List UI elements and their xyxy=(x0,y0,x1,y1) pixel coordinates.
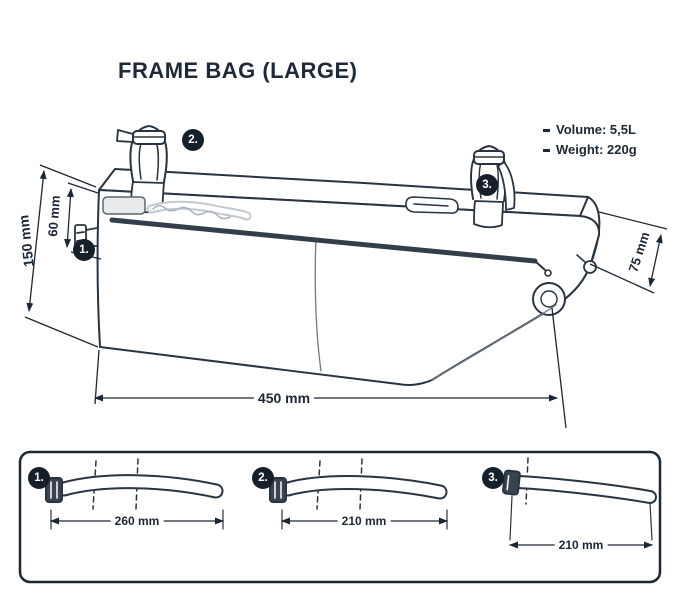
callout-2-badge: 2. xyxy=(182,129,204,151)
dimension-label-inner-height: 60 mm xyxy=(45,194,63,238)
page-title: FRAME BAG (LARGE) xyxy=(118,58,358,83)
spec-volume-label: Volume: 5,5L xyxy=(556,122,636,137)
bag-front-face xyxy=(96,189,601,386)
dimension-150mm-lines xyxy=(24,164,99,348)
spec-volume: Volume: 5,5L xyxy=(543,120,637,140)
spec-weight-label: Weight: 220g xyxy=(556,142,637,157)
callout-2-number: 2. xyxy=(188,134,198,146)
seam-lines xyxy=(314,237,557,381)
brand-logo xyxy=(102,196,252,221)
spec-weight: Weight: 220g xyxy=(543,140,637,160)
dimension-label-length: 450 mm xyxy=(253,390,315,406)
top-port xyxy=(405,196,459,214)
callout-3-badge: 3. xyxy=(476,174,498,196)
strap-2-number: 2. xyxy=(258,472,268,484)
bullet-dash-icon xyxy=(543,128,550,132)
strap-1-drawing xyxy=(37,458,224,530)
straps-panel-border xyxy=(18,450,662,584)
strap-1-number: 1. xyxy=(34,472,44,484)
strap-3-number: 3. xyxy=(488,472,498,484)
straps-panel-artwork xyxy=(18,450,662,584)
bullet-dash-icon xyxy=(543,148,550,152)
strap-3-drawing xyxy=(502,457,657,549)
strap-3-length-label: 210 mm xyxy=(554,538,608,552)
dimension-75mm-lines xyxy=(589,211,668,294)
roll-end xyxy=(532,254,597,316)
strap-2-length-label: 210 mm xyxy=(337,514,391,528)
strap-2-badge: 2. xyxy=(252,467,274,489)
callout-3-number: 3. xyxy=(482,179,492,191)
strap-3-badge: 3. xyxy=(482,467,504,489)
strap-1-length-label: 260 mm xyxy=(110,514,164,528)
callout-1-badge: 1. xyxy=(73,239,95,261)
frame-bag-drawing xyxy=(74,125,601,386)
dimension-450mm-lines xyxy=(94,307,567,429)
zipper xyxy=(109,217,552,277)
strap-2-drawing xyxy=(261,458,448,530)
callout-1-number: 1. xyxy=(79,244,89,256)
strap-1-badge: 1. xyxy=(28,467,50,489)
spec-list: Volume: 5,5L Weight: 220g xyxy=(543,120,637,160)
